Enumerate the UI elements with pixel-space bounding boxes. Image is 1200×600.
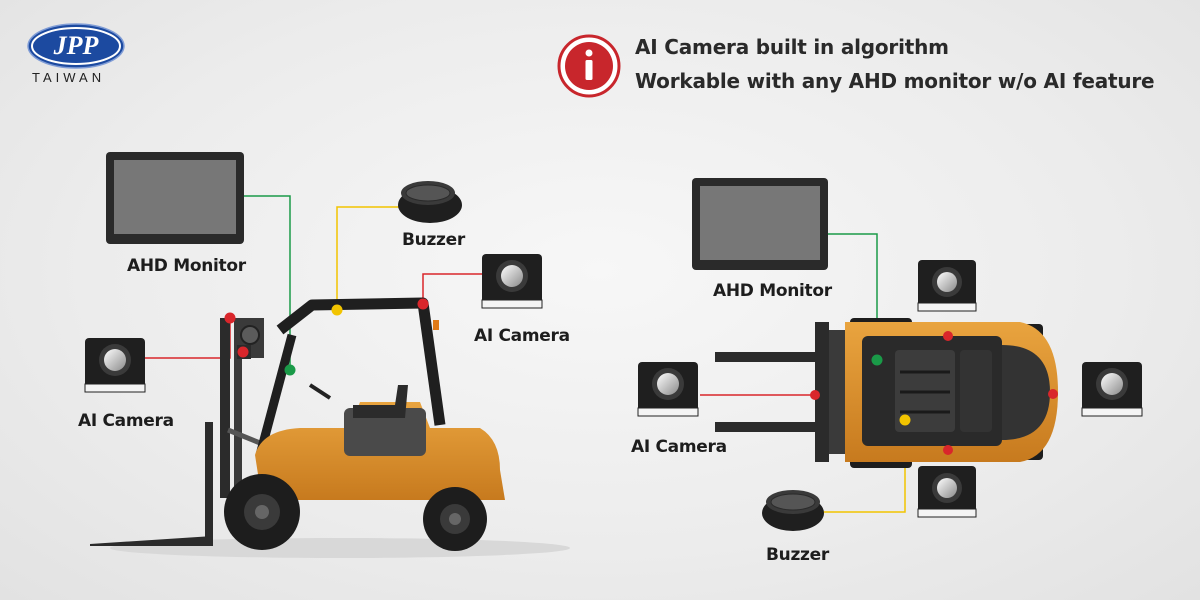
top-camera-upper: [917, 260, 977, 312]
top-camera-lower: [917, 466, 977, 518]
top-monitor-label: AHD Monitor: [713, 281, 832, 301]
info-line-2: Workable with any AHD monitor w/o AI fea…: [635, 69, 1155, 93]
forklift-top: [715, 318, 1058, 468]
info-icon: [557, 34, 621, 98]
forklift-side: [90, 297, 505, 551]
side-rear-camera-label: AI Camera: [78, 411, 174, 431]
logo-text: JPP: [53, 31, 100, 60]
side-monitor-label: AHD Monitor: [127, 256, 246, 276]
brand-country: TAIWAN: [32, 70, 106, 85]
side-front-camera-label: AI Camera: [474, 326, 570, 346]
top-camera-rear: [1081, 362, 1143, 417]
info-line-1: AI Camera built in algorithm: [635, 35, 949, 59]
jpp-logo: JPP: [27, 23, 125, 69]
top-buzzer: [762, 490, 824, 531]
side-rear-camera: [84, 338, 146, 393]
side-buzzer-label: Buzzer: [402, 230, 465, 250]
top-camera-label: AI Camera: [631, 437, 727, 457]
side-ahd-monitor: [106, 152, 244, 244]
top-ahd-monitor: [692, 178, 828, 270]
top-camera-front: [637, 362, 699, 417]
side-buzzer: [398, 181, 462, 223]
top-buzzer-label: Buzzer: [766, 545, 829, 565]
side-front-camera: [481, 254, 543, 309]
